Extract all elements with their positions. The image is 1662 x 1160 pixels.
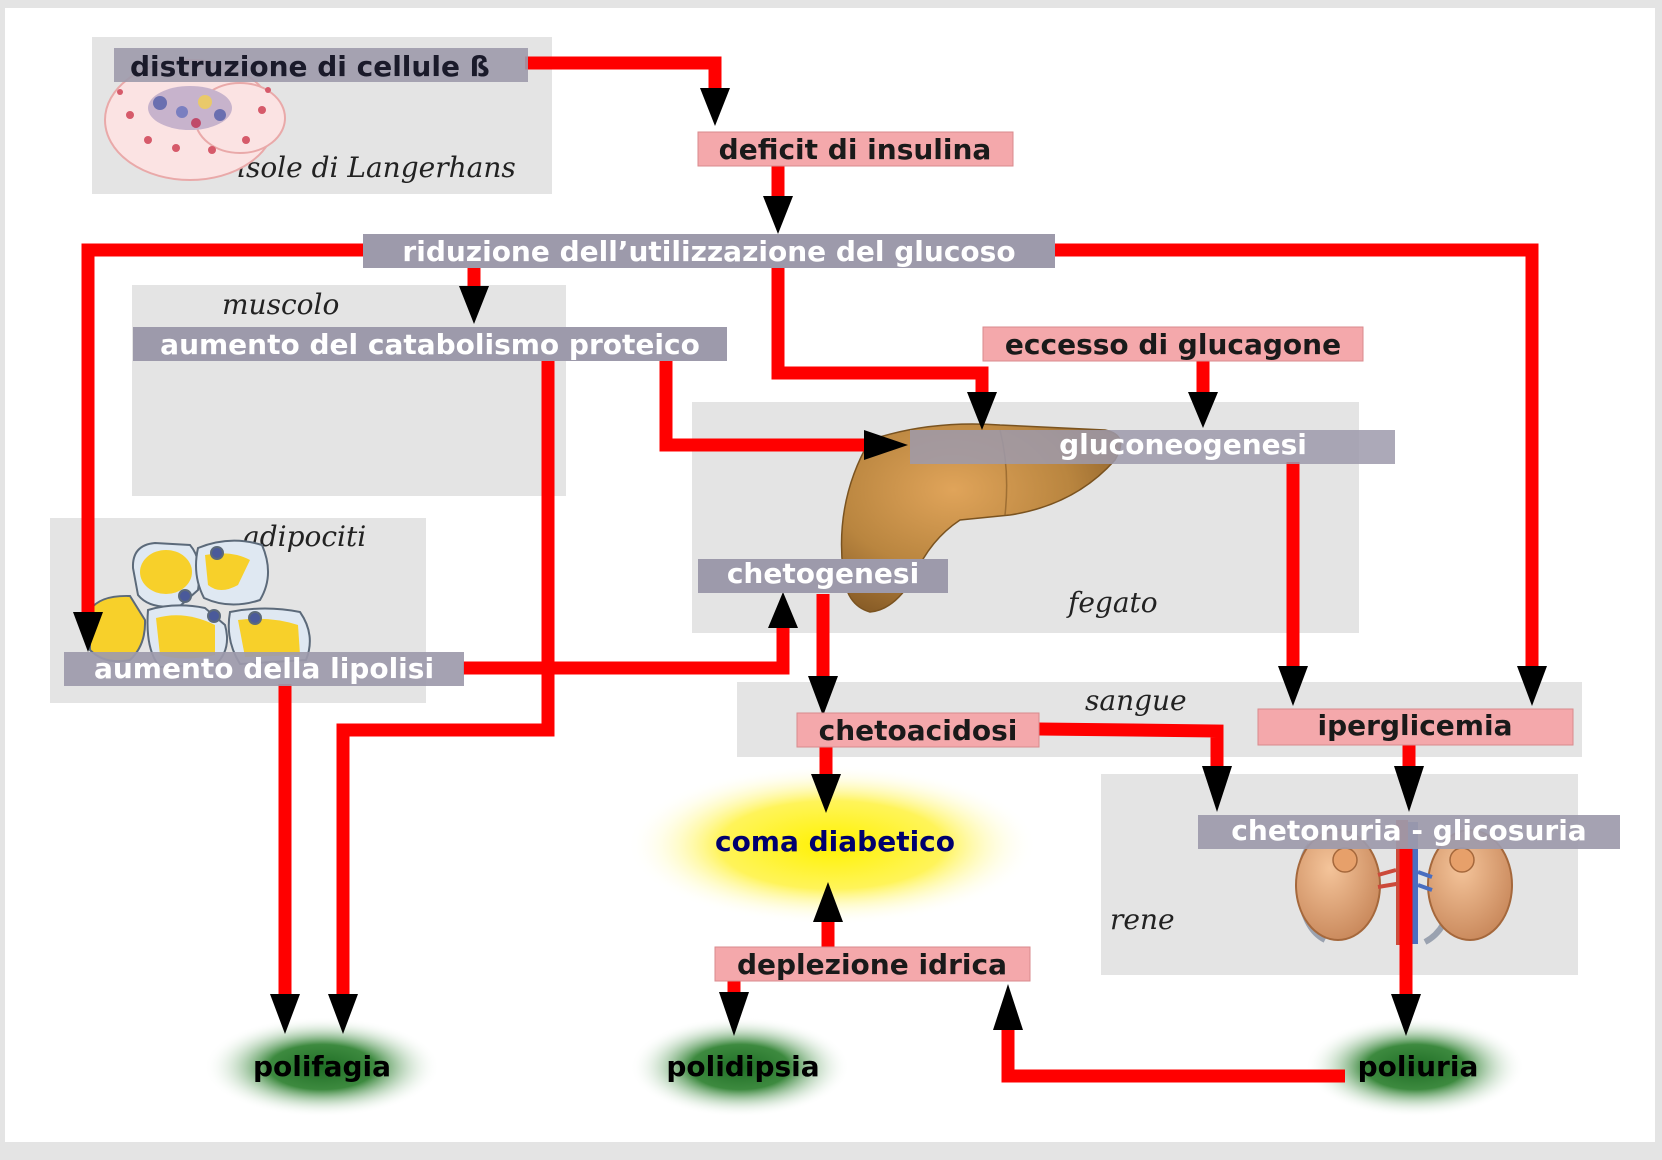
arrowhead-coma [811, 774, 841, 813]
region-label-langerhans: isole di Langerhans [237, 151, 516, 184]
node-deficit: deficit di insulina [697, 131, 1014, 167]
adipocyte-cells-icon [89, 539, 311, 669]
node-iperglicemia: iperglicemia [1257, 708, 1574, 746]
node-catabolismo-label: aumento del catabolismo proteico [160, 328, 700, 361]
arrowhead-poliuria [1391, 994, 1421, 1036]
arrowhead-iperglicemia-left [1278, 666, 1308, 706]
arrowhead-deplezione [993, 984, 1023, 1030]
node-deplezione-label: deplezione idrica [737, 948, 1007, 981]
arrowhead-lipolisi [73, 612, 103, 652]
node-coma-label: coma diabetico [715, 825, 955, 858]
arrowhead-chetoacidosi [808, 676, 838, 716]
node-gluconeogenesi-label: gluconeogenesi [1059, 428, 1307, 461]
node-distruzione: distruzione di cellule ß [114, 48, 528, 83]
node-catabolismo: aumento del catabolismo proteico [133, 327, 727, 361]
node-polidipsia: polidipsia [666, 1050, 819, 1083]
polifagia-glow [204, 1017, 440, 1117]
arrowhead-deficit [700, 88, 730, 126]
arrowhead-iperglicemia-right [1517, 666, 1547, 706]
arrowhead-gluconeogenesi-from-glucagone [1188, 392, 1218, 428]
arrow-riduzione-gluconeogenesi [771, 267, 989, 394]
arrow-poliuria-deplezione [1001, 1028, 1345, 1083]
node-distruzione-label: distruzione di cellule ß [130, 50, 490, 83]
arrowhead-gluconeogenesi-from-riduzione [967, 392, 997, 430]
region-label-rene: rene [1110, 903, 1175, 936]
arrowhead-chetonuria-right [1394, 766, 1424, 812]
node-lipolisi-label: aumento della lipolisi [94, 652, 434, 685]
arrowheads [73, 88, 1547, 1036]
arrowhead-gluconeogenesi-from-catabolismo [864, 430, 908, 460]
node-chetonuria: chetonuria - glicosuria [1198, 814, 1620, 849]
coma-glow [627, 765, 1037, 925]
node-riduzione-label: riduzione dell’utilizzazione del glucoso [402, 235, 1015, 268]
node-deplezione: deplezione idrica [714, 946, 1031, 982]
arrowhead-catabolismo [459, 286, 489, 324]
node-chetogenesi-label: chetogenesi [727, 557, 919, 590]
node-iperglicemia-label: iperglicemia [1318, 709, 1513, 742]
arrow-riduzione-iperglicemia [1055, 243, 1539, 667]
arrowhead-coma-from-deplezione [813, 882, 843, 922]
node-chetoacidosi: chetoacidosi [796, 712, 1040, 748]
region-muscolo [132, 285, 566, 496]
arrowhead-riduzione [763, 196, 793, 234]
node-polifagia: polifagia [253, 1050, 391, 1083]
poliuria-glow [1305, 1017, 1525, 1117]
region-label-fegato: fegato [1066, 586, 1158, 619]
node-gluconeogenesi: gluconeogenesi [910, 428, 1395, 464]
arrowhead-chetogenesi [768, 592, 798, 628]
node-polifagia-label: polifagia [253, 1050, 391, 1083]
arrow-distruzione-deficit [525, 56, 722, 92]
arrow-chetoacidosi-chetonuria [1038, 722, 1224, 767]
node-riduzione: riduzione dell’utilizzazione del glucoso [363, 234, 1055, 268]
polidipsia-glow [630, 1017, 850, 1117]
arrow-riduzione-lipolisi [81, 243, 363, 614]
arrow-catabolismo-polifagia [336, 360, 555, 996]
node-coma: coma diabetico [715, 825, 955, 858]
node-poliuria-label: poliuria [1358, 1050, 1479, 1083]
node-deficit-label: deficit di insulina [719, 133, 992, 166]
node-glucagone: eccesso di glucagone [982, 326, 1364, 362]
arrowhead-polifagia-right [328, 994, 358, 1034]
node-glucagone-label: eccesso di glucagone [1005, 328, 1341, 361]
arrow-lipolisi-chetogenesi [463, 626, 790, 675]
node-chetogenesi: chetogenesi [698, 557, 948, 593]
arrow-lines [81, 56, 1539, 1083]
arrow-catabolismo-gluconeogenesi [659, 360, 866, 452]
region-label-muscolo: muscolo [222, 288, 339, 321]
region-label-sangue: sangue [1085, 684, 1187, 717]
arrowhead-polidipsia [719, 992, 749, 1036]
kidneys-icon [1295, 820, 1513, 945]
arrowhead-polifagia-left [270, 994, 300, 1034]
pancreatic-islet-icon [104, 59, 286, 181]
arrowhead-chetonuria-left [1202, 766, 1232, 812]
node-lipolisi: aumento della lipolisi [64, 652, 464, 686]
node-poliuria: poliuria [1358, 1050, 1479, 1083]
node-chetoacidosi-label: chetoacidosi [819, 714, 1018, 747]
node-polidipsia-label: polidipsia [666, 1050, 819, 1083]
node-chetonuria-label: chetonuria - glicosuria [1231, 814, 1586, 847]
